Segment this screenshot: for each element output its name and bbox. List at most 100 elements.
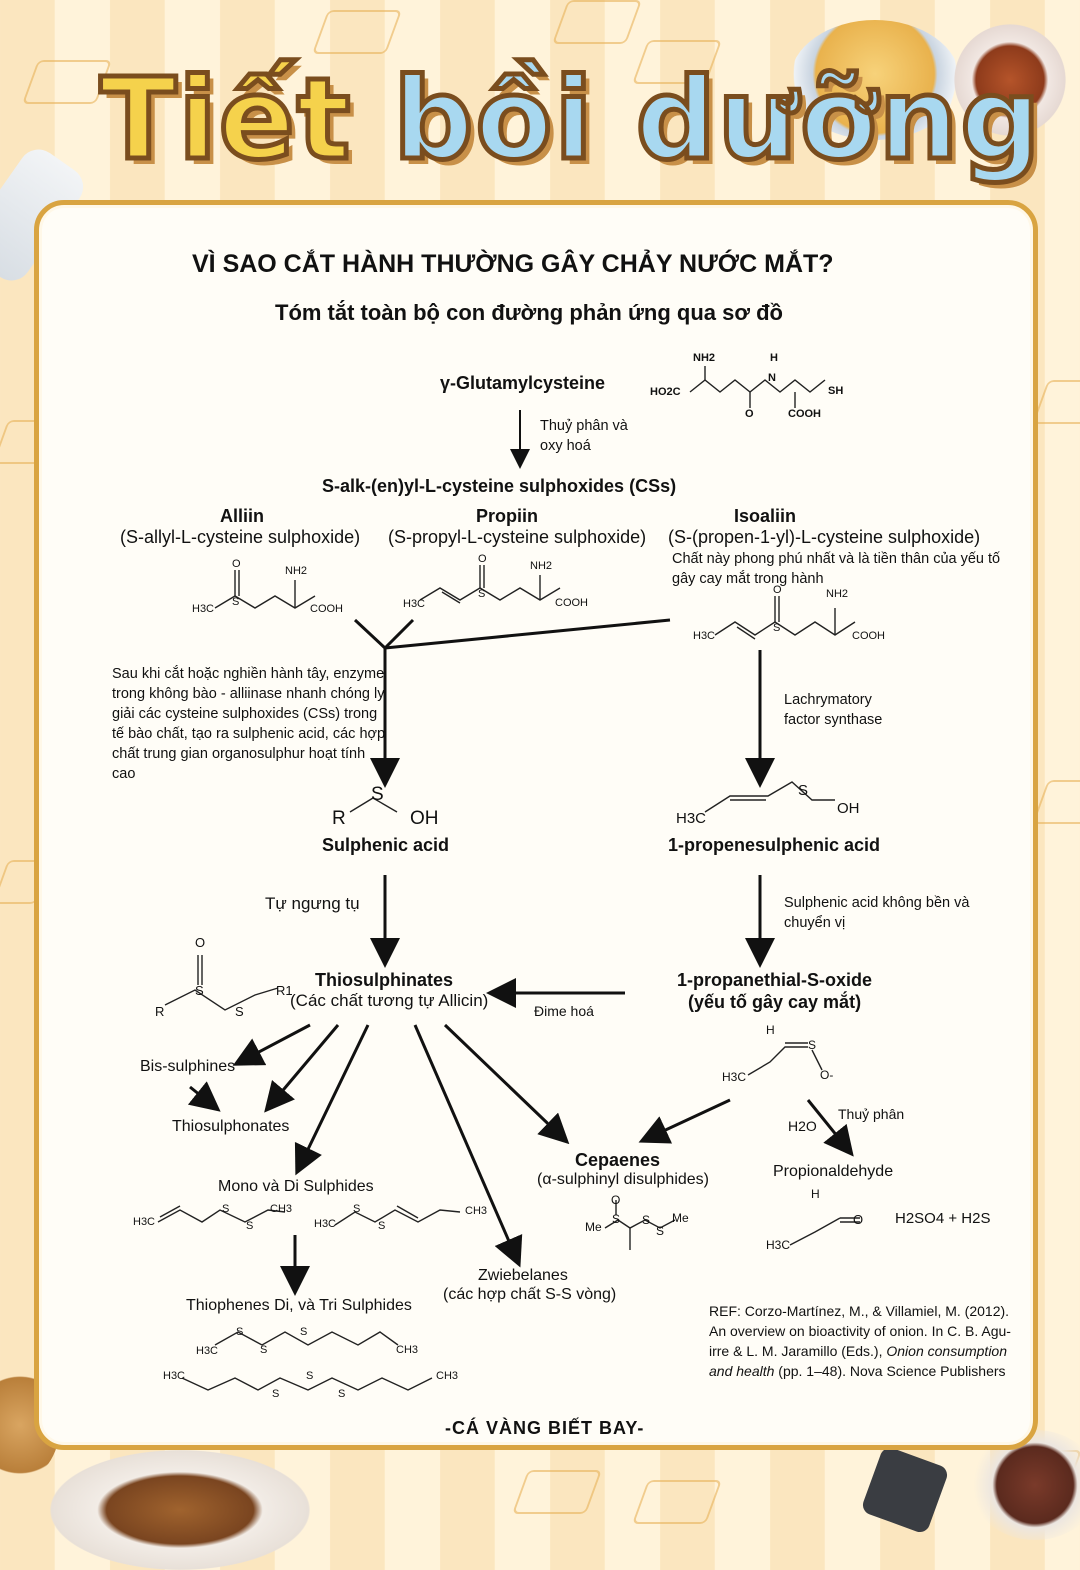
css-label: S-alk-(en)yl-L-cysteine sulphoxides (CSs… bbox=[322, 476, 677, 496]
alliin-atom-s: S bbox=[232, 596, 240, 608]
arrow-to-cepaenes bbox=[443, 1023, 570, 1145]
dipropyl-disulphide-structure bbox=[214, 1331, 399, 1346]
glutamyl-structure bbox=[689, 379, 826, 393]
thio-atom-o: O bbox=[195, 935, 206, 950]
zwiebelanes-label: Zwiebelanes bbox=[478, 1267, 568, 1284]
propene-atom-s: S bbox=[798, 782, 809, 799]
propenyl-sulphide-structure bbox=[334, 1209, 461, 1226]
diallyl-sulphide-structure bbox=[157, 1209, 286, 1223]
arrow-to-bis bbox=[232, 1023, 311, 1066]
glutamyl-atom-cooh: COOH bbox=[788, 408, 821, 420]
cepaene-atom-me2: Me bbox=[672, 1211, 689, 1225]
reference-line-1: REF: Corzo-Martínez, M., & Villamiel, M.… bbox=[709, 1303, 1010, 1319]
isoaliin-structure bbox=[714, 621, 856, 636]
reference-line-4-text: (pp. 1–48). Nova Science Publishers bbox=[774, 1363, 1006, 1379]
thio-tri-h3c: H3C bbox=[163, 1370, 186, 1382]
reference-book-title: Onion consumption bbox=[886, 1343, 1008, 1359]
reference-book-title-2: and health bbox=[709, 1363, 775, 1379]
cepaenes-subtitle: (α-sulphinyl disulphides) bbox=[537, 1171, 709, 1188]
sulphenic-atom-r: R bbox=[332, 808, 346, 829]
arrow-converge-propiin bbox=[383, 618, 415, 650]
thiosulphinates-label: Thiosulphinates bbox=[315, 970, 454, 990]
sulphenic-label: Sulphenic acid bbox=[322, 835, 450, 855]
alliin-atom-h3c: H3C bbox=[192, 603, 215, 615]
thio-tri-s3: S bbox=[338, 1388, 346, 1400]
glutamyl-atom-sh: SH bbox=[828, 385, 844, 397]
propanethial-structure bbox=[747, 1046, 808, 1076]
propionaldehyde-label: Propionaldehyde bbox=[773, 1163, 894, 1180]
chicken-plate-image bbox=[950, 20, 1070, 140]
thio-tri-s1: S bbox=[272, 1388, 280, 1400]
thio-tri-ch3: CH3 bbox=[436, 1370, 459, 1382]
thio-di-ch3: CH3 bbox=[396, 1344, 419, 1356]
thio-atom-r: R bbox=[155, 1004, 165, 1019]
thiophenes-label: Thiophenes Di, và Tri Sulphides bbox=[186, 1297, 412, 1314]
omelette-image bbox=[790, 20, 960, 140]
propanethial-atom-h3c: H3C bbox=[722, 1070, 747, 1084]
cepaene-atom-s3: S bbox=[656, 1224, 665, 1238]
arrow-propanethial-to-cepaenes bbox=[638, 1098, 731, 1144]
thio-di-s2: S bbox=[260, 1344, 268, 1356]
mono-atom-s1: S bbox=[222, 1203, 230, 1215]
arrow-to-zwiebelanes bbox=[413, 1024, 523, 1268]
title-word-1: Tiết bbox=[97, 53, 353, 188]
reference-line-3: irre & L. M. Jaramillo (Eds.), Onion con… bbox=[709, 1343, 1007, 1359]
cepaene-atom-s1: S bbox=[612, 1212, 621, 1226]
reaction-diagram bbox=[157, 366, 860, 1391]
cepaene-atom-s2: S bbox=[642, 1213, 651, 1227]
mono-atom-h2c: H3C bbox=[133, 1216, 156, 1228]
content-panel bbox=[34, 200, 1038, 1450]
propionaldehyde-atom-h: H bbox=[811, 1187, 820, 1201]
propiin-structure bbox=[419, 587, 561, 601]
hydrolysis-note: Thuỷ phân và oxy hoá bbox=[540, 418, 628, 454]
thiosulphonates-label: Thiosulphonates bbox=[172, 1118, 290, 1135]
footer-author: -CÁ VÀNG BIẾT BAY- bbox=[445, 1418, 645, 1438]
panel-heading: VÌ SAO CẮT HÀNH THƯỜNG GÂY CHẢY NƯỚC MẮT… bbox=[192, 250, 834, 278]
mono-atom-s3: S bbox=[353, 1203, 361, 1215]
isoaliin-atom-s: S bbox=[773, 622, 781, 634]
page-title: Tiết bồi dưỡng bbox=[97, 40, 1043, 200]
propiin-atom-nh2: NH2 bbox=[530, 560, 553, 572]
hydrolysis2-label: Thuỷ phân bbox=[838, 1106, 905, 1122]
glutamyl-atom-o: O bbox=[745, 408, 754, 420]
isoaliin-atom-h3c: H3C bbox=[693, 630, 716, 642]
arrow-converge-alliin bbox=[353, 618, 387, 650]
mono-atom-ch3: CH3 bbox=[270, 1203, 293, 1215]
isoaliin-atom-cooh: COOH bbox=[852, 630, 885, 642]
thio-atom-s1: S bbox=[195, 983, 204, 998]
propene-atom-h3c: H3C bbox=[676, 810, 707, 827]
arrow-bis-to-thiosulphonates bbox=[187, 1081, 221, 1112]
glutamyl-atom-ho2c: HO2C bbox=[650, 386, 681, 398]
thio-atom-s2: S bbox=[235, 1004, 244, 1019]
title-word-2: bồi dưỡng bbox=[391, 53, 1043, 188]
glutamyl-atom-nh2: NH2 bbox=[693, 352, 716, 364]
sulphenic-structure bbox=[349, 797, 398, 813]
propiin-atom-o: O bbox=[478, 553, 487, 565]
alliin-subtitle: (S-allyl-L-cysteine sulphoxide) bbox=[120, 527, 361, 547]
cepaene-structure bbox=[604, 1219, 676, 1229]
propanethial-label: 1-propanethial-S-oxide bbox=[677, 970, 873, 990]
glutamyl-label: γ-Glutamylcysteine bbox=[440, 373, 606, 393]
rearrange-note: Sulphenic acid không bền và chuyển vị bbox=[784, 895, 970, 931]
reference-line-2: An overview on bioactivity of onion. In … bbox=[709, 1323, 1011, 1339]
thio-di-s3: S bbox=[300, 1326, 308, 1338]
propanethial-atom-h: H bbox=[766, 1023, 775, 1037]
propanethial-atom-s: S bbox=[808, 1038, 817, 1052]
propiin-atom-h3c: H3C bbox=[403, 598, 426, 610]
thiosulphinate-structure bbox=[164, 987, 279, 1011]
thio-di-h3c: H3C bbox=[196, 1345, 219, 1357]
alliin-structure bbox=[214, 595, 316, 609]
thiosulphinates-subtitle: (Các chất tương tự Allicin) bbox=[290, 991, 489, 1010]
arrow-to-thiosulphonates-1 bbox=[264, 1024, 340, 1113]
h2so4-label: H2SO4 + H2S bbox=[895, 1210, 991, 1227]
cepaene-atom-me1: Me bbox=[585, 1220, 602, 1234]
alliin-atom-nh2: NH2 bbox=[285, 565, 308, 577]
propenesulphenic-structure bbox=[704, 781, 835, 813]
isoaliin-note: Chất này phong phú nhất và là tiền thân … bbox=[672, 551, 1001, 587]
isoaliin-subtitle: (S-(propen-1-yl)-L-cysteine sulphoxide) bbox=[668, 527, 981, 547]
mono-atom-ch3-2: CH3 bbox=[465, 1205, 488, 1217]
mono-atom-s2: S bbox=[246, 1220, 254, 1232]
cepaene-atom-o: O bbox=[611, 1193, 621, 1207]
dimerization-label: Đime hoá bbox=[534, 1003, 594, 1019]
thio-tri-s2: S bbox=[306, 1370, 314, 1382]
